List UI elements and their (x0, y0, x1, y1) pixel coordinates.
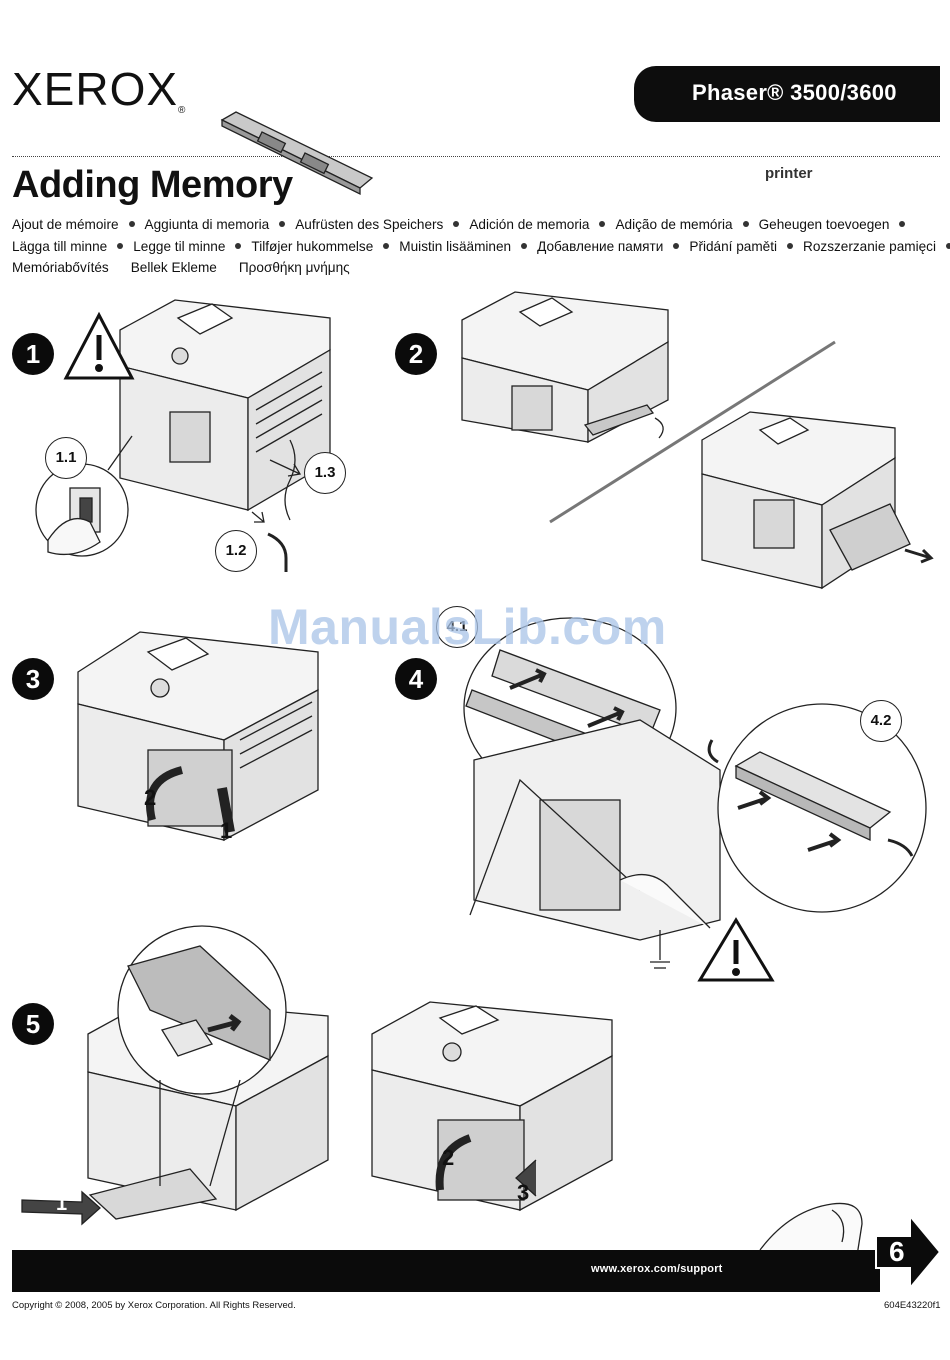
warning-triangle-icon (63, 311, 135, 380)
language-row-1: Ajout de mémoire Aggiunta di memoria Aufrü… (12, 214, 942, 236)
language-label: Legge til minne (133, 238, 226, 254)
printer-tag: printer (765, 165, 813, 182)
language-label: Přidání paměti (689, 238, 778, 254)
step2-printer-a (461, 291, 669, 444)
step1-printer (119, 299, 331, 512)
step3-printer (77, 631, 319, 842)
step-3-badge: 3 (12, 658, 54, 700)
language-label: Добавление памяти (537, 238, 664, 254)
step4-detail-42 (707, 703, 927, 913)
callout-1-2: 1.2 (215, 530, 257, 572)
step-5-badge: 5 (12, 1003, 54, 1045)
header-divider (12, 156, 940, 157)
language-label: Ajout de mémoire (12, 217, 119, 232)
language-row-3: Memóriabővítés Bellek Ekleme Προσθήκη μνήμ… (12, 257, 942, 279)
arrow-label-3-1: 1 (220, 818, 233, 843)
language-label: Aggiunta di memoria (144, 217, 270, 232)
language-label: Lägga till minne (12, 238, 108, 254)
product-name: Phaser® 3500/3600 (692, 80, 897, 105)
step5-printer-b (371, 1001, 613, 1212)
step2-printer-b (701, 411, 934, 590)
callout-4-2: 4.2 (860, 700, 902, 742)
step5-detail (117, 925, 287, 1187)
step-1-badge: 1 (12, 333, 54, 375)
language-label: Bellek Ekleme (130, 260, 217, 275)
part-number: 604E43220f1 (884, 1300, 941, 1311)
callout-1-1: 1.1 (45, 437, 87, 479)
callout-1-3: 1.3 (304, 452, 346, 494)
watermark: ManualsLib.com (268, 599, 667, 655)
language-label: Aufrüsten des Speichers (295, 217, 444, 232)
step2-divider-line (549, 340, 836, 524)
support-url[interactable]: www.xerox.com/support (591, 1263, 723, 1275)
language-label: Geheugen toevoegen (758, 217, 890, 232)
arrow-label-5b-2: 2 (442, 1145, 455, 1170)
xerox-logo: XEROX® (12, 63, 187, 116)
memory-module-icon (220, 111, 374, 196)
footer-bar (12, 1250, 880, 1292)
language-label: Adición de memoria (469, 217, 590, 232)
language-label: Tilføjer hukommelse (251, 238, 374, 254)
warning-triangle-icon (697, 917, 775, 982)
copyright-text: Copyright © 2008, 2005 by Xerox Corporat… (12, 1300, 296, 1311)
next-page-number[interactable]: 6 (889, 1236, 905, 1267)
next-page-hand (759, 1202, 863, 1263)
language-list: Ajout de mémoire Aggiunta di memoria Aufrü… (12, 214, 950, 279)
callout-4-1: 4.1 (436, 606, 478, 648)
language-label: Rozszerzanie pamięci (803, 238, 937, 254)
language-label: Muistin lisääminen (399, 238, 512, 254)
arrow-label-3-2: 2 (144, 785, 157, 810)
step-4-badge: 4 (395, 658, 437, 700)
language-label: Adição de memória (615, 217, 733, 232)
step1-detail (35, 435, 302, 572)
language-label: Memóriabővítés (12, 260, 109, 275)
step4-printer (469, 719, 721, 969)
language-label: Προσθήκη μνήμης (238, 260, 350, 275)
product-name-tab: Phaser® 3500/3600 (634, 66, 940, 122)
page-title: Adding Memory (12, 164, 293, 206)
arrow-label-5b-3: 3 (517, 1180, 530, 1205)
step-2-badge: 2 (395, 333, 437, 375)
arrow-label-5-1: 1 (56, 1193, 68, 1215)
language-row-2: Lägga till minne Legge til minne Tilføjer … (12, 236, 950, 258)
